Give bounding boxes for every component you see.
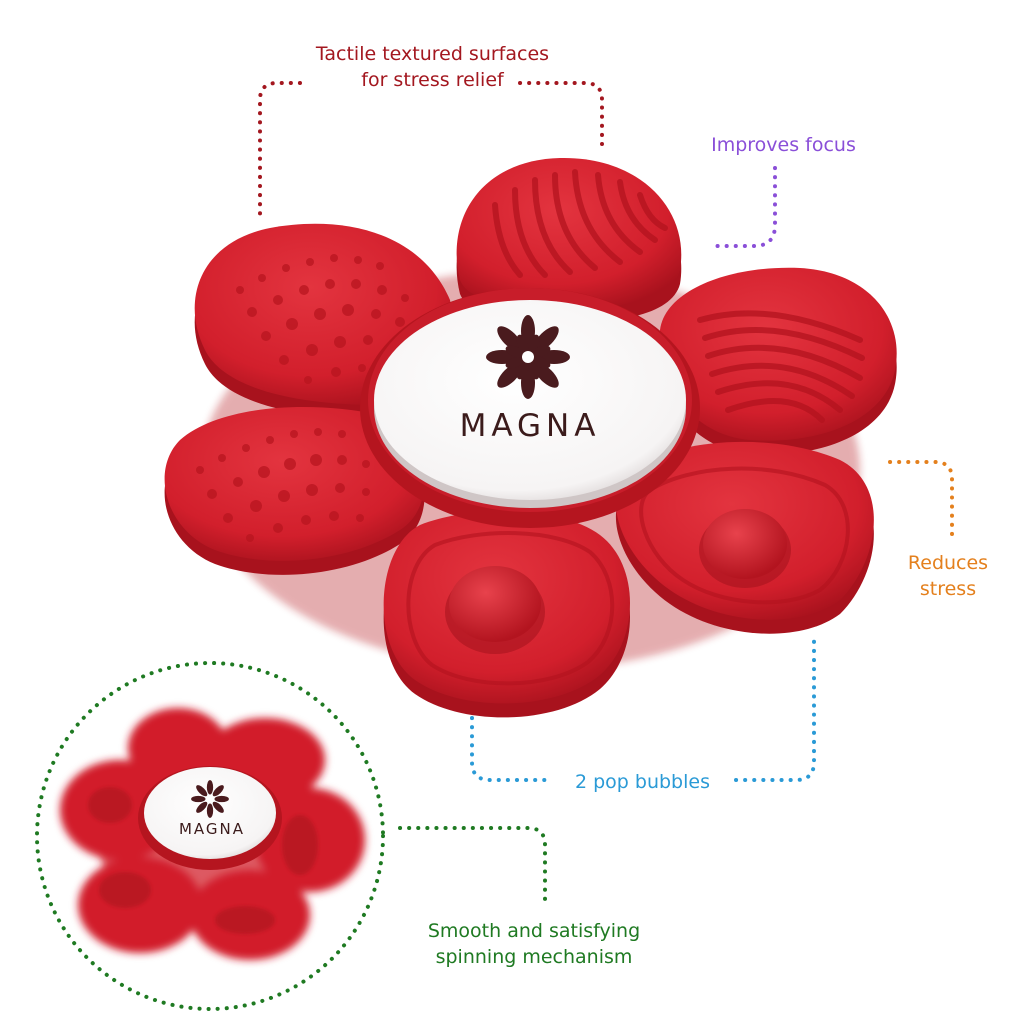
- callout-spin-line1: Smooth and satisfying: [427, 920, 641, 942]
- callout-spin-line2: spinning mechanism: [435, 946, 633, 968]
- callout-connector-focus: [712, 166, 777, 248]
- callout-stress-line2: stress: [919, 578, 977, 600]
- callout-focus: Improves focus: [711, 134, 856, 156]
- petal-bubble-right: [615, 441, 874, 634]
- fidget-spinner-main: [164, 157, 897, 718]
- brand-wordmark-mini: MAGNA: [178, 820, 246, 838]
- callout-connector-stress: [888, 460, 954, 542]
- callout-tactile-line1: Tactile textured surfaces: [315, 43, 550, 65]
- brand-logo-icon: [486, 315, 570, 399]
- brand-wordmark: MAGNA: [459, 408, 601, 444]
- petal-bubble-bottom: [383, 511, 630, 718]
- callout-stress-line1: Reduces: [907, 552, 989, 574]
- callout-bubbles: 2 pop bubbles: [574, 771, 710, 793]
- fidget-spinner-spinning: [60, 708, 365, 960]
- callout-spin: Smooth and satisfying spinning mechanism: [415, 918, 653, 970]
- petal-ridged-right: [659, 267, 897, 455]
- center-cap: [374, 300, 686, 508]
- callout-connector-spin: [35, 661, 547, 1011]
- callout-tactile: Tactile textured surfaces for stress rel…: [300, 41, 565, 93]
- callout-stress: Reduces stress: [896, 550, 1000, 602]
- callout-connector-tactile: [258, 81, 604, 224]
- petal-dotted-bottom: [164, 407, 425, 575]
- callout-connector-bubbles: [470, 638, 816, 782]
- brand-logo-mini-icon: [191, 780, 229, 818]
- callout-tactile-line2: for stress relief: [361, 69, 504, 91]
- petal-ridged-top: [456, 157, 682, 323]
